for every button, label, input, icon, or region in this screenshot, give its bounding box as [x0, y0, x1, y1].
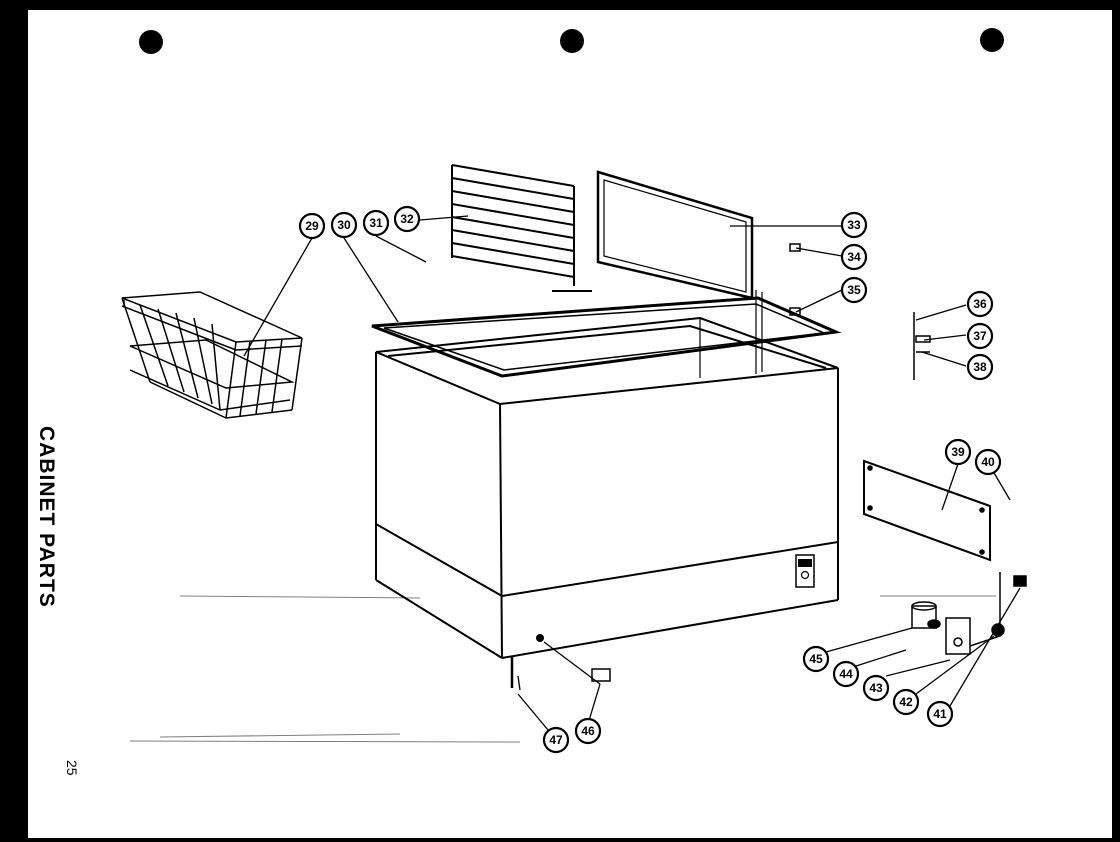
callout-43: 43	[862, 674, 890, 702]
svg-text:40: 40	[981, 455, 995, 469]
callout-47: 47	[542, 726, 570, 754]
page-number: 25	[64, 760, 80, 776]
svg-text:30: 30	[337, 218, 351, 232]
callout-38: 38	[966, 353, 994, 381]
svg-text:38: 38	[973, 360, 987, 374]
svg-text:29: 29	[305, 219, 319, 233]
callout-39: 39	[944, 438, 972, 466]
callout-34: 34	[840, 243, 868, 271]
callout-32: 32	[393, 205, 421, 233]
leader-lines	[243, 215, 1021, 731]
page-title: CABINET PARTS	[35, 426, 58, 608]
svg-text:39: 39	[951, 445, 965, 459]
svg-text:31: 31	[369, 216, 383, 230]
svg-text:45: 45	[809, 652, 823, 666]
parts-page	[28, 10, 1112, 838]
binder-hole-left	[139, 30, 163, 54]
svg-text:33: 33	[847, 218, 861, 232]
svg-text:32: 32	[400, 212, 414, 226]
binder-hole-right	[980, 28, 1004, 52]
svg-text:37: 37	[973, 329, 987, 343]
svg-text:43: 43	[869, 681, 883, 695]
electrical-parts	[911, 572, 1027, 655]
callout-35: 35	[840, 276, 868, 304]
svg-text:34: 34	[847, 250, 861, 264]
callout-44: 44	[832, 660, 860, 688]
svg-text:42: 42	[899, 695, 913, 709]
wire-basket	[121, 291, 303, 419]
callout-45: 45	[802, 645, 830, 673]
callout-31: 31	[362, 209, 390, 237]
callout-29: 29	[298, 212, 326, 240]
svg-text:36: 36	[973, 297, 987, 311]
binder-hole-center	[560, 29, 584, 53]
callout-36: 36	[966, 290, 994, 318]
callout-42: 42	[892, 688, 920, 716]
callout-40: 40	[974, 448, 1002, 476]
access-panel	[863, 459, 991, 562]
svg-text:46: 46	[581, 724, 595, 738]
callout-30: 30	[330, 211, 358, 239]
lid-liner	[596, 170, 754, 300]
callout-41: 41	[926, 700, 954, 728]
lid-gasket	[371, 296, 842, 378]
callout-46: 46	[574, 717, 602, 745]
cabinet-body	[375, 290, 839, 688]
callout-37: 37	[966, 322, 994, 350]
svg-text:47: 47	[549, 733, 563, 747]
scan-marks	[129, 595, 996, 743]
grille-panel	[451, 164, 592, 292]
callout-33: 33	[840, 211, 868, 239]
svg-text:41: 41	[933, 707, 947, 721]
svg-text:35: 35	[847, 283, 861, 297]
svg-text:44: 44	[839, 667, 853, 681]
